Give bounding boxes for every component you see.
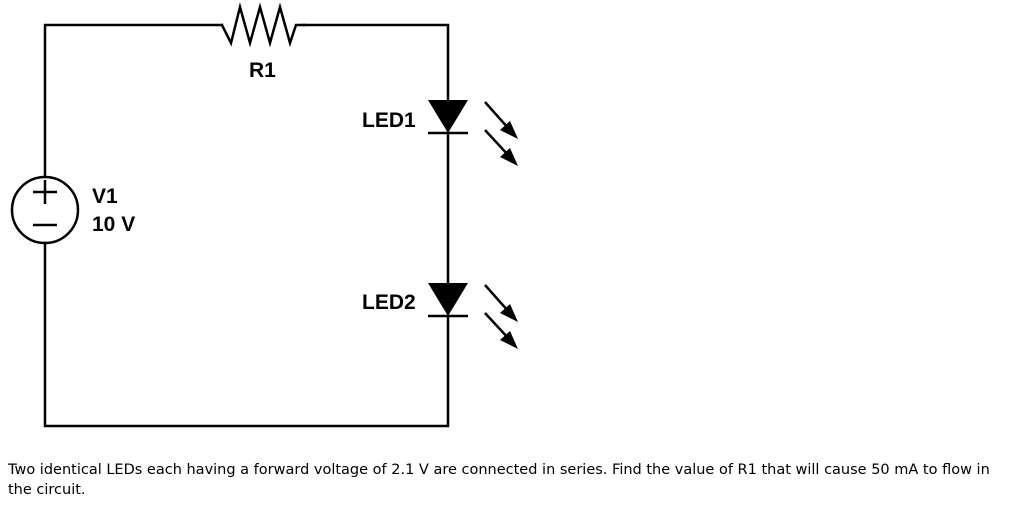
wire-bottom <box>43 241 450 428</box>
wire-top-right <box>302 23 450 102</box>
wire-top-left <box>43 23 224 179</box>
resistor-zigzag <box>220 2 306 48</box>
source-value: 10 V <box>92 213 135 236</box>
led1-label: LED1 <box>362 109 416 132</box>
led1-arrow-1 <box>484 101 510 130</box>
led2: LED2 <box>362 283 518 349</box>
resistor-r1: R1 <box>220 2 306 82</box>
source-label: V1 <box>92 185 118 208</box>
led1-arrowhead-1 <box>500 121 518 139</box>
resistor-label: R1 <box>249 59 276 82</box>
circuit-wires <box>43 23 450 428</box>
led1-triangle <box>428 100 468 133</box>
led1-arrow-2 <box>484 129 510 157</box>
led1: LED1 <box>362 100 518 166</box>
led2-light-arrows <box>484 284 518 349</box>
led2-triangle <box>428 283 468 316</box>
circuit-diagram: R1 V1 10 V LED1 LED2 <box>10 2 518 428</box>
voltage-source-v1: V1 10 V <box>10 175 135 245</box>
source-circle <box>10 175 80 245</box>
led2-arrowhead-1 <box>500 304 518 322</box>
question-text: Two identical LEDs each having a forward… <box>8 462 990 498</box>
led2-arrow-1 <box>484 284 510 313</box>
led2-arrowhead-2 <box>500 331 518 349</box>
led2-label: LED2 <box>362 291 416 314</box>
led2-arrow-2 <box>484 312 510 340</box>
led1-light-arrows <box>484 101 518 166</box>
led1-arrowhead-2 <box>500 148 518 166</box>
